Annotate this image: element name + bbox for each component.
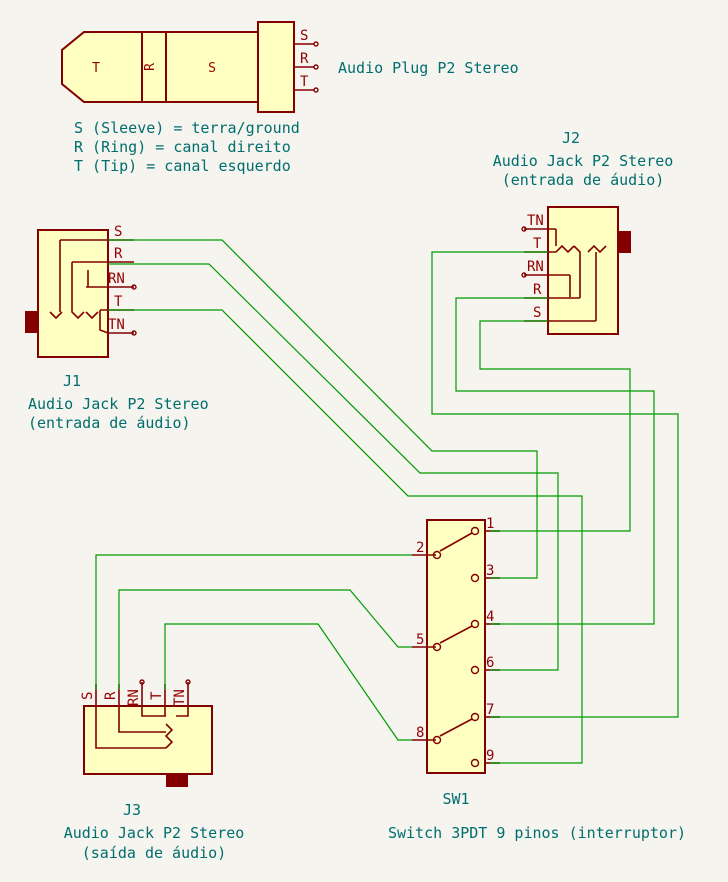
sw1-pin-1: 1 xyxy=(486,516,494,532)
wire-j1-r-sw1-6 xyxy=(108,263,559,671)
j1-pin-t: T xyxy=(114,294,123,310)
j1-body xyxy=(37,229,109,358)
j3-description: (saída de áudio) xyxy=(82,844,227,862)
sw1-ref: SW1 xyxy=(442,790,469,808)
j1-pin-r: R xyxy=(114,246,123,262)
j2-pin-r: R xyxy=(533,282,542,298)
j3-jack-symbol[interactable]: S R RN T TN xyxy=(80,679,213,787)
sw1-pin-6: 6 xyxy=(486,655,494,671)
j2-body xyxy=(547,206,619,335)
plug-ring-segment xyxy=(141,31,167,103)
sw1-pin-8: 8 xyxy=(416,725,424,741)
j1-jack-symbol[interactable]: S R RN T TN xyxy=(25,224,137,358)
sw1-pin-4: 4 xyxy=(486,609,494,625)
plug-ring-label: R xyxy=(143,63,158,71)
j1-value: Audio Jack P2 Stereo xyxy=(28,395,209,413)
plug-body xyxy=(61,31,143,103)
j1-socket xyxy=(25,311,38,333)
sw1-value: Switch 3PDT 9 pinos (interruptor) xyxy=(388,824,686,842)
j3-pin-r: R xyxy=(103,691,119,700)
plug-pin-t: T xyxy=(300,74,309,90)
j2-ref: J2 xyxy=(562,129,580,147)
plug-collar xyxy=(257,21,295,113)
j1-ref: J1 xyxy=(63,372,81,390)
wires xyxy=(95,239,679,764)
sw1-pin-2: 2 xyxy=(416,540,424,556)
plug-tip-label: T xyxy=(92,61,100,76)
j1-pin-tn: TN xyxy=(108,317,125,333)
wire-j2-s-sw1-1 xyxy=(479,320,631,532)
j1-pin-s: S xyxy=(114,224,122,240)
j2-pin-s: S xyxy=(533,305,541,321)
plug-pin-s: S xyxy=(300,28,308,44)
plug-sleeve-label: S xyxy=(208,61,216,76)
wire-j2-r-sw1-4 xyxy=(455,297,655,625)
j3-value: Audio Jack P2 Stereo xyxy=(64,824,245,842)
j2-socket xyxy=(618,231,631,253)
j2-pin-t: T xyxy=(533,236,542,252)
wire-j1-s-sw1-3 xyxy=(108,239,538,579)
j3-pin-s: S xyxy=(80,692,96,700)
sw1-pin-5: 5 xyxy=(416,632,424,648)
j2-pin-tn: TN xyxy=(527,213,544,229)
plug-legend-sleeve: S (Sleeve) = terra/ground xyxy=(74,119,300,137)
audio-plug-symbol[interactable]: T R S S R T xyxy=(61,21,319,113)
plug-sleeve-segment xyxy=(165,31,259,103)
wire-j2-t-sw1-7 xyxy=(431,251,679,718)
j2-pin-rn: RN xyxy=(527,259,544,275)
wire-j1-t-sw1-9 xyxy=(108,309,583,764)
plug-legend-tip: T (Tip) = canal esquerdo xyxy=(74,157,291,175)
wire-sw1-8-j3-t xyxy=(164,623,412,741)
j3-ref: J3 xyxy=(123,801,141,819)
j3-pin-tn: TN xyxy=(172,689,188,706)
wire-sw1-2-j3-s xyxy=(95,554,412,690)
j2-jack-symbol[interactable]: TN T RN R S xyxy=(521,206,631,335)
wire-sw1-5-j3-r xyxy=(118,589,412,690)
j2-description: (entrada de áudio) xyxy=(502,171,665,189)
plug-label: Audio Plug P2 Stereo xyxy=(338,59,519,77)
j3-pin-t: T xyxy=(149,691,165,700)
sw1-pin-9: 9 xyxy=(486,748,494,764)
j1-description: (entrada de áudio) xyxy=(28,414,191,432)
sw1-pin-3: 3 xyxy=(486,563,494,579)
j2-value: Audio Jack P2 Stereo xyxy=(493,152,674,170)
j1-pin-rn: RN xyxy=(108,271,125,287)
sw1-pin-7: 7 xyxy=(486,702,494,718)
sw1-switch-symbol[interactable]: 1 2 3 4 5 6 7 8 9 xyxy=(412,516,500,774)
j3-body xyxy=(83,705,213,775)
j3-pin-rn: RN xyxy=(126,689,142,706)
plug-pin-r: R xyxy=(300,51,309,67)
plug-legend-ring: R (Ring) = canal direito xyxy=(74,138,291,156)
j3-socket xyxy=(166,774,188,787)
